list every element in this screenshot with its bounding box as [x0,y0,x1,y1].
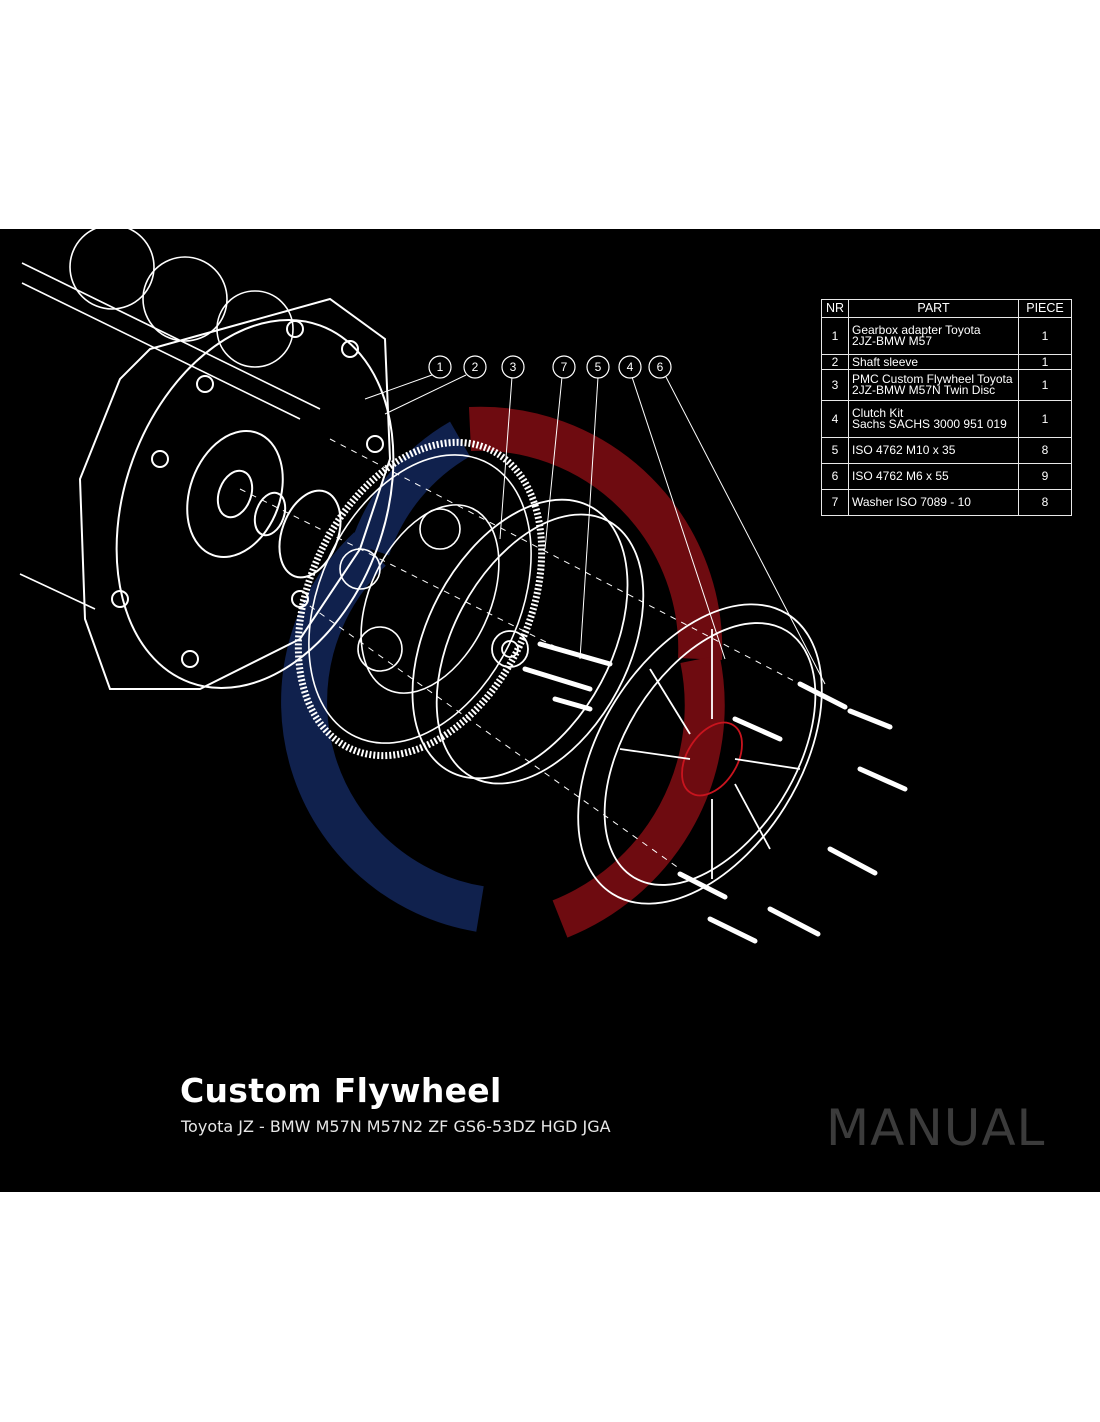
engine-block [19,229,321,610]
cell-nr: 5 [821,437,849,464]
cell-part: ISO 4762 M6 x 55 [848,463,1019,490]
cell-part: Shaft sleeve [848,354,1019,370]
cell-nr: 1 [821,317,849,355]
cell-nr: 7 [821,489,849,516]
logo-watermark-gear [281,406,725,938]
cell-piece: 1 [1018,400,1072,438]
header-part: PART [848,299,1019,318]
callout-circle [618,355,642,379]
callout-circle [648,355,672,379]
callout-number: 3 [510,360,517,374]
callout-circle [586,355,610,379]
pressure-plate [577,603,823,905]
callout-number: 2 [472,360,479,374]
cell-piece: 1 [1018,369,1072,401]
cell-nr: 3 [821,369,849,401]
header-piece: PIECE [1018,299,1072,318]
cell-nr: 2 [821,354,849,370]
callout-circle [428,355,452,379]
callout-circle [463,355,487,379]
cell-piece: 8 [1018,437,1072,464]
cell-piece: 9 [1018,463,1072,490]
callout-number: 4 [627,360,634,374]
assembly-axis-lines [239,438,801,870]
callout-leaders [364,374,826,685]
callout-number: 7 [561,360,568,374]
page-subtitle: Toyota JZ - BMW M57N M57N2 ZF GS6-53DZ H… [181,1117,611,1136]
cell-nr: 4 [821,400,849,438]
callout-number: 5 [595,360,602,374]
manual-watermark: MANUAL [826,1099,1046,1157]
cell-piece: 8 [1018,489,1072,516]
cell-piece: 1 [1018,317,1072,355]
page-title: Custom Flywheel [180,1071,502,1110]
shaft-sleeve [186,430,342,579]
callout-number: 6 [657,360,664,374]
cell-nr: 6 [821,463,849,490]
callout-circle [501,355,525,379]
callout-circle [552,355,576,379]
gearbox-adapter-plate [78,297,395,690]
table-header-row: NR PART PIECE [821,299,1072,318]
cell-part: Washer ISO 7089 - 10 [848,489,1019,516]
header-nr: NR [821,299,849,318]
bolts [522,641,908,944]
clutch-discs [411,498,645,785]
callout-circles: 1 2 3 7 5 4 6 [428,355,672,379]
callout-number: 1 [437,360,444,374]
cell-part: ISO 4762 M10 x 35 [848,437,1019,464]
cell-piece: 1 [1018,354,1072,370]
